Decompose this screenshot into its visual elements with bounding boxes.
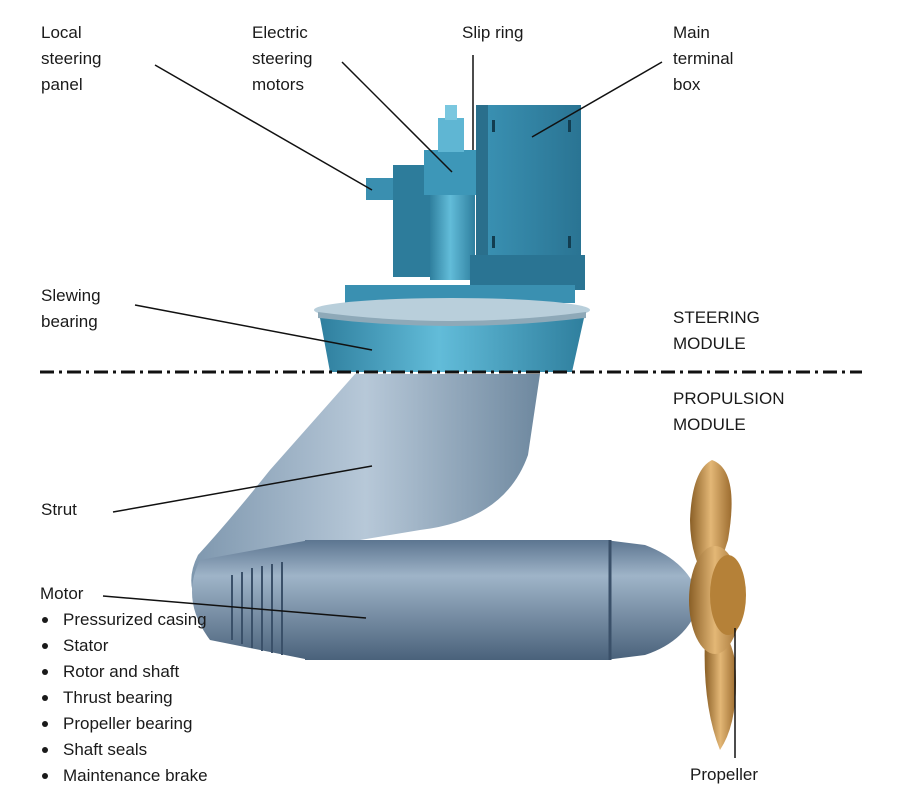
leader-lines — [102, 55, 736, 758]
leader-main-terminal-box — [531, 61, 663, 138]
label-motor: Motor — [40, 584, 84, 603]
leader-electric-steering-motors — [341, 61, 453, 173]
motor-part-item: Pressurized casing — [40, 607, 208, 633]
steering-module — [314, 105, 590, 372]
label-strut: Strut — [41, 500, 77, 519]
leader-motor — [102, 595, 367, 619]
motor-part-item: Propeller bearing — [40, 711, 208, 737]
label-main-terminal-box: Main terminal box — [673, 23, 734, 94]
leader-local-steering-panel — [154, 64, 373, 191]
label-propeller: Propeller — [690, 765, 759, 784]
label-propulsion-module: PROPULSION MODULE — [673, 389, 785, 434]
label-slewing-bearing: Slewing bearing — [41, 286, 101, 331]
propulsion-module — [191, 374, 746, 750]
propeller-shape — [689, 460, 746, 750]
local-steering-panel-shape — [366, 178, 400, 200]
label-electric-steering-motors: Electric steering motors — [252, 23, 313, 94]
main-terminal-box-shape — [476, 105, 581, 263]
label-steering-module: STEERING MODULE — [673, 308, 760, 353]
motor-part-item: Thrust bearing — [40, 685, 208, 711]
leader-slewing-bearing — [134, 304, 373, 351]
motor-parts-list: Pressurized casing Stator Rotor and shaf… — [40, 607, 208, 789]
electric-steering-motors-shape — [430, 185, 475, 280]
label-slip-ring: Slip ring — [462, 23, 524, 42]
slewing-bearing-shape — [320, 318, 584, 372]
leader-strut — [112, 465, 373, 513]
slip-ring-shape — [438, 118, 464, 152]
slewing-bearing-ring — [314, 298, 590, 322]
motor-part-item: Maintenance brake — [40, 763, 208, 789]
motor-part-item: Shaft seals — [40, 737, 208, 763]
label-local-steering-panel: Local steering panel — [41, 23, 102, 94]
motor-part-item: Stator — [40, 633, 208, 659]
tail-cone-shape — [605, 540, 700, 660]
motor-part-item: Rotor and shaft — [40, 659, 208, 685]
